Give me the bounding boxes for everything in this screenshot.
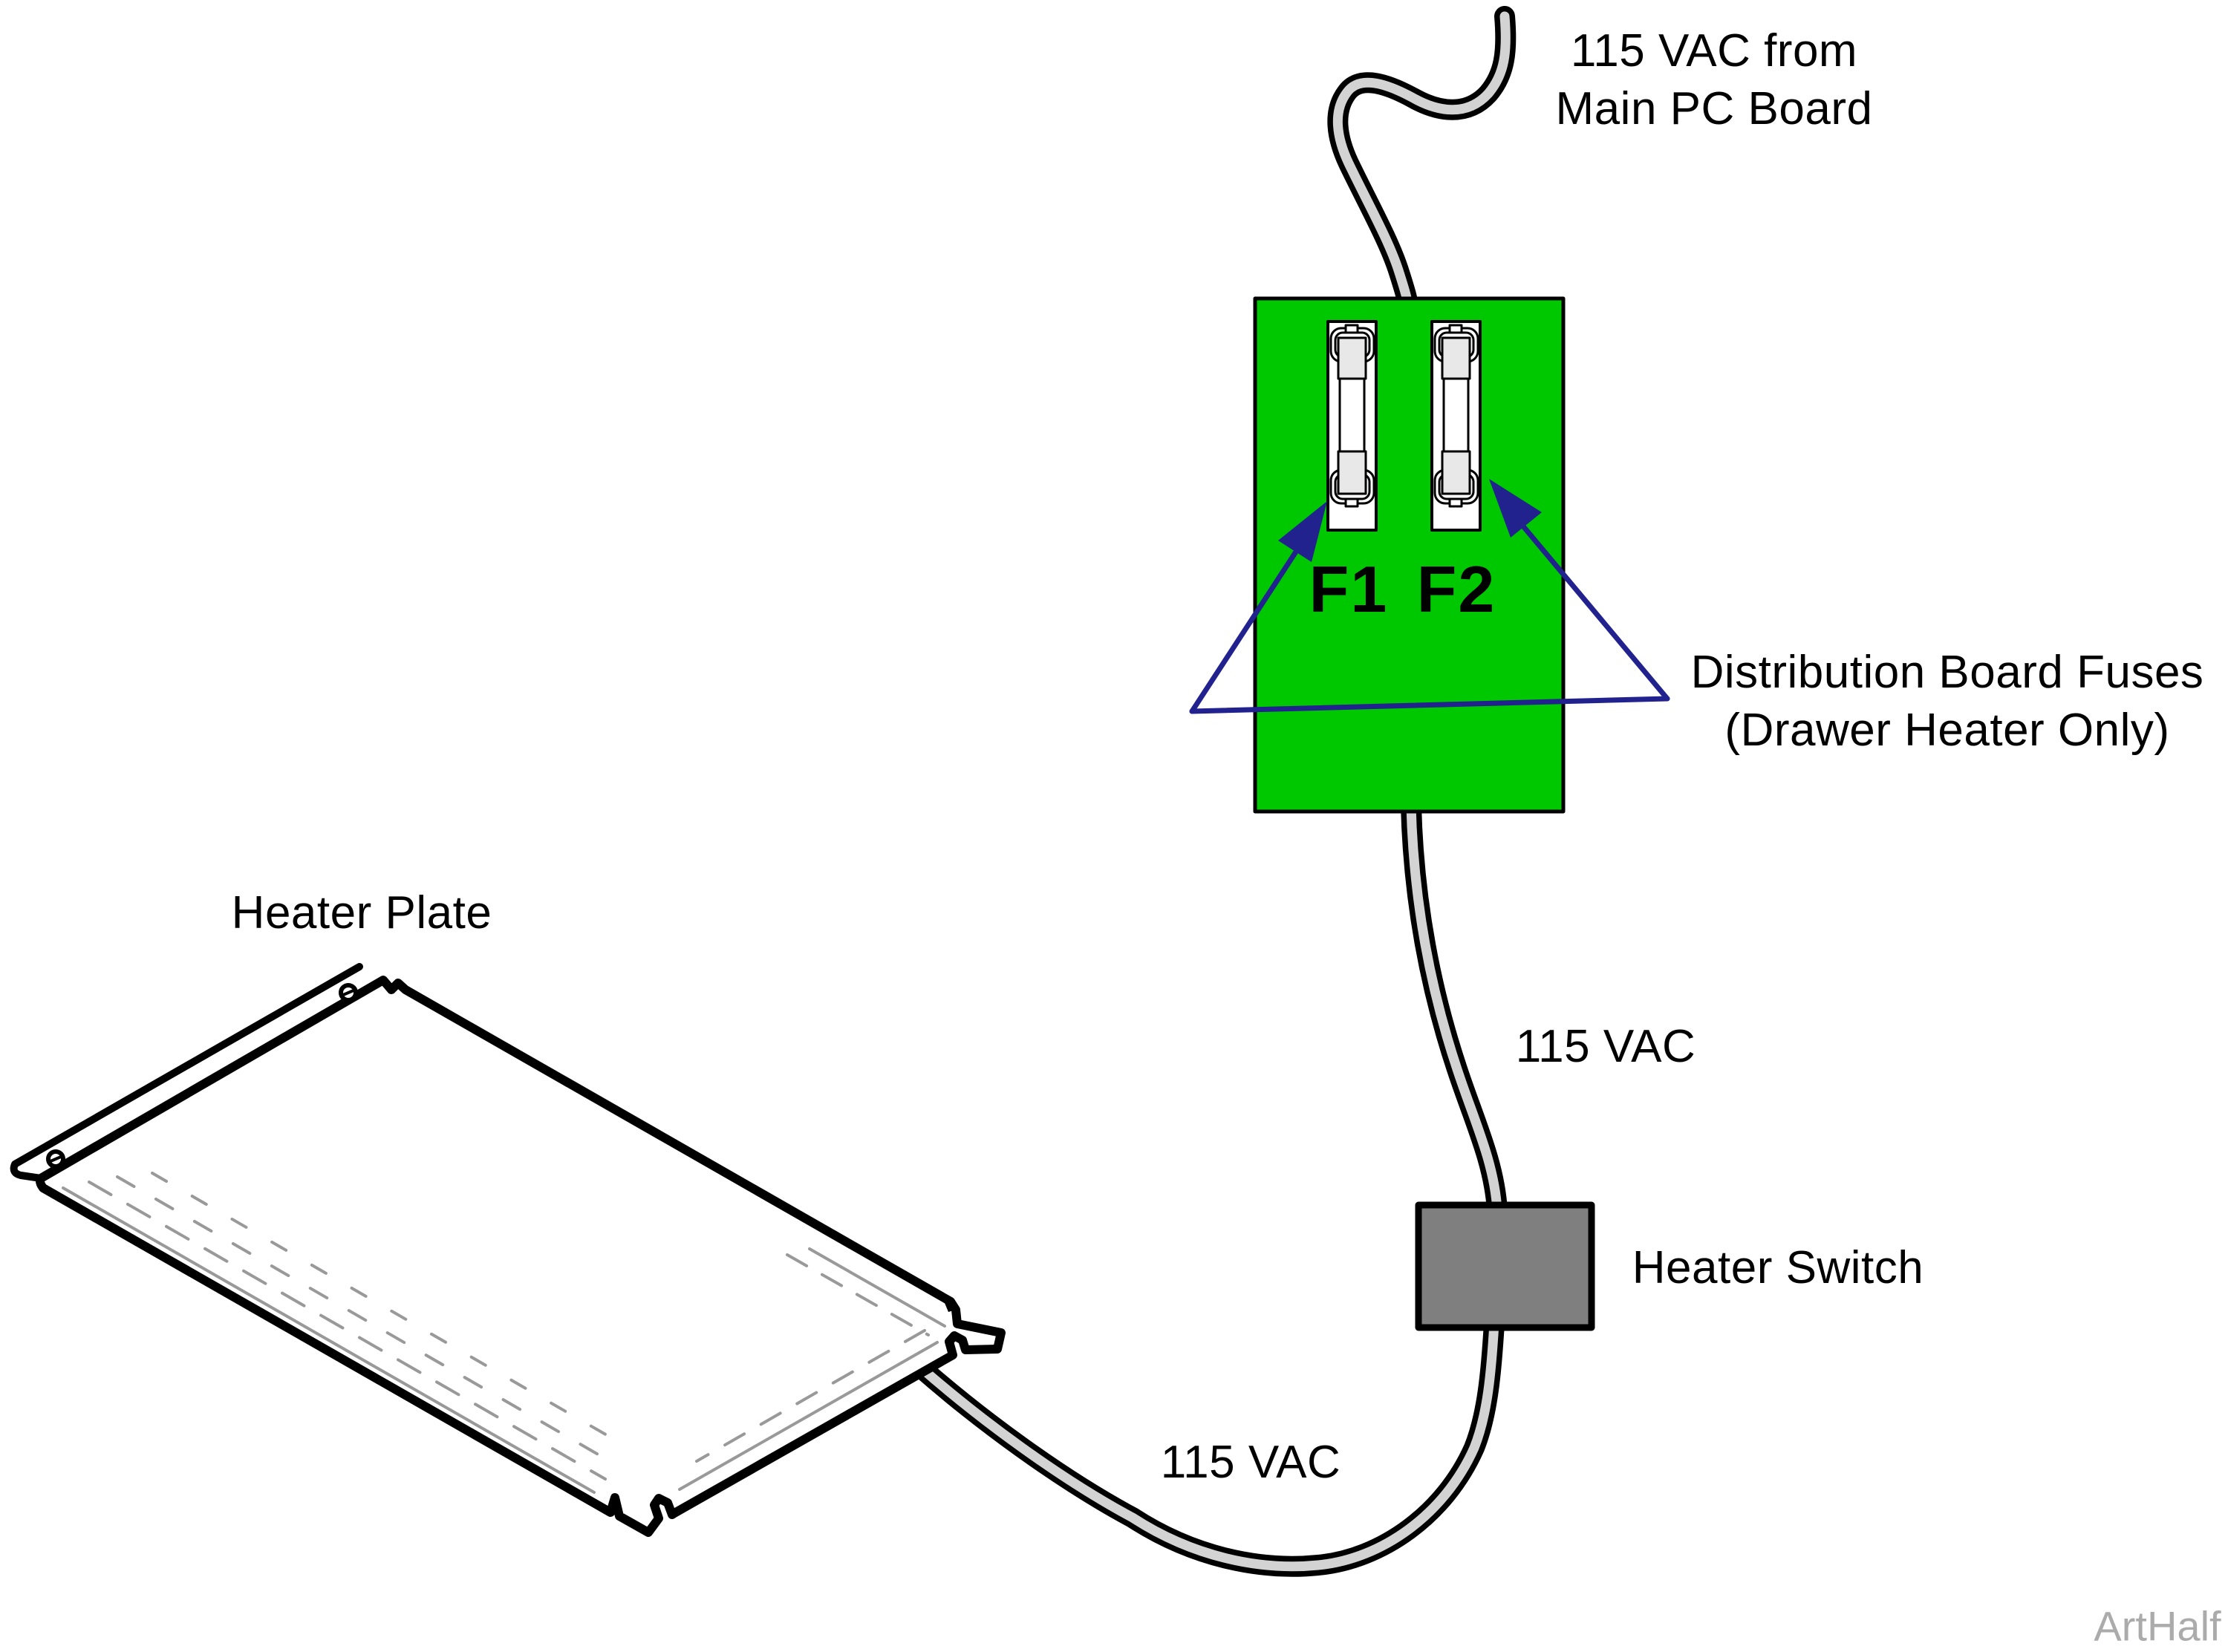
label-heater-switch: Heater Switch xyxy=(1632,1242,1924,1293)
label-115vac-source: 115 VAC from Main PC Board xyxy=(1556,22,1873,138)
label-115vac-source-line1: 115 VAC from xyxy=(1570,25,1858,76)
label-distribution-board-fuses: Distribution Board Fuses (Drawer Heater … xyxy=(1691,644,2204,760)
wire-top-outline xyxy=(1327,6,1517,321)
fuse-clip-tab xyxy=(1448,324,1463,334)
wire-mid-core xyxy=(1406,800,1502,1215)
hidden-line xyxy=(808,1247,946,1328)
wire-top-core xyxy=(1332,11,1511,316)
fuse-f1-icon xyxy=(1326,320,1378,532)
arrowhead-left-icon xyxy=(1278,501,1327,562)
plate-corner-mark xyxy=(945,1303,956,1312)
fuse-cap-bottom xyxy=(1337,450,1367,495)
callout-line-right xyxy=(1521,524,1670,702)
hidden-line xyxy=(62,1186,596,1494)
label-115vac-upper: 115 VAC xyxy=(1515,1021,1696,1072)
plate-screw-slot xyxy=(49,1155,62,1163)
label-115vac-lower: 115 VAC xyxy=(1160,1437,1341,1488)
hidden-line xyxy=(116,1175,616,1466)
fuse-cap-top xyxy=(1441,336,1471,380)
wire-switch-to-plate xyxy=(911,1313,1505,1577)
fuse-cap-top xyxy=(1337,336,1367,380)
callout-line-horizontal xyxy=(1189,696,1670,714)
label-115vac-source-line2: Main PC Board xyxy=(1555,83,1873,134)
fuse-f2-icon xyxy=(1430,320,1482,532)
plate-hidden-lines xyxy=(62,1172,946,1494)
label-fuse-f2: F2 xyxy=(1416,552,1496,626)
callout-line-left xyxy=(1189,546,1300,714)
hidden-line xyxy=(695,1329,926,1463)
fuse-clip-tab xyxy=(1344,497,1359,508)
fuse-body xyxy=(1442,377,1470,453)
fuse-clip-tab xyxy=(1344,324,1359,334)
wire-top-from-pc-board xyxy=(1327,6,1517,321)
fuse-body xyxy=(1338,377,1366,453)
label-fuse-f1: F1 xyxy=(1309,552,1389,626)
wire-board-to-switch xyxy=(1401,795,1508,1221)
arrowhead-right-icon xyxy=(1489,479,1542,538)
plate-screw-slot xyxy=(342,989,355,996)
hidden-line xyxy=(88,1181,607,1480)
label-distribution-board-fuses-line2: (Drawer Heater Only) xyxy=(1724,705,2170,756)
fuse-clip-tab xyxy=(1448,497,1463,508)
plate-top-face xyxy=(36,976,1006,1537)
fuse-callout xyxy=(1189,479,1670,714)
fuse-cap-bottom xyxy=(1441,450,1471,495)
plate-flange xyxy=(10,963,363,1182)
label-distribution-board-fuses-line1: Distribution Board Fuses xyxy=(1690,647,2204,698)
hidden-line xyxy=(678,1341,939,1491)
label-heater-plate: Heater Plate xyxy=(231,887,492,938)
wire-bottom-core xyxy=(916,1318,1499,1572)
heater-switch-box xyxy=(1415,1201,1595,1331)
watermark-arthalf: ArtHalf xyxy=(2094,1602,2221,1650)
heater-plate xyxy=(10,963,1006,1537)
hidden-line xyxy=(786,1253,930,1336)
